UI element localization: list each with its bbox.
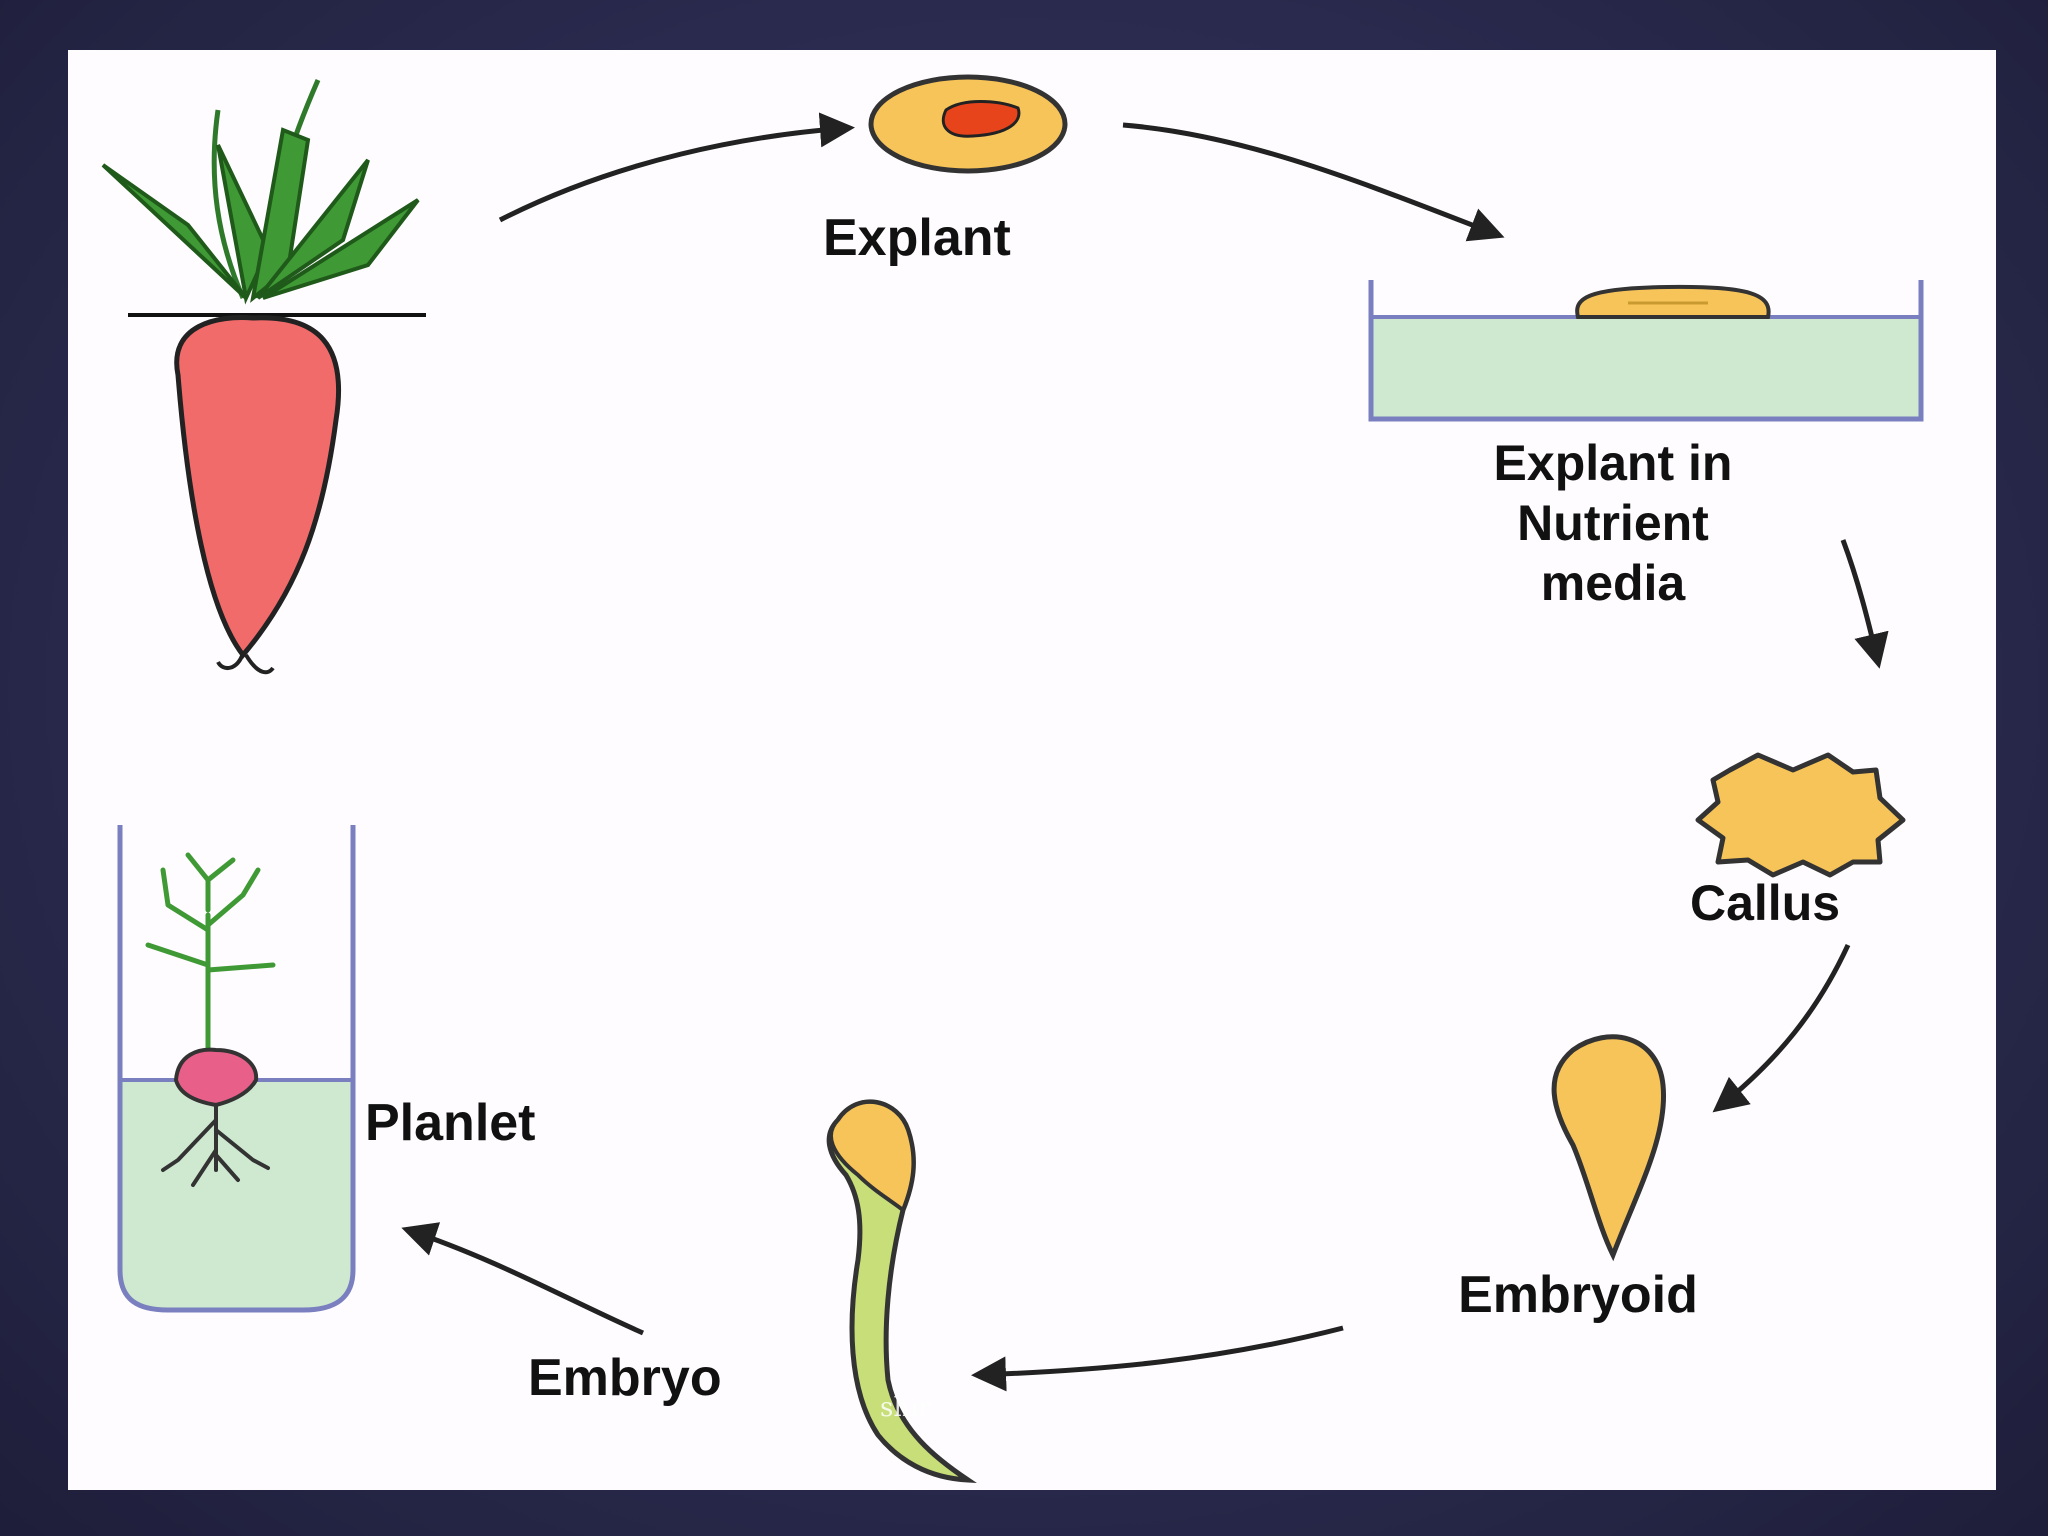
carrot-icon [101, 78, 426, 675]
diagram-panel: Explant Explant in Nutrient media Callus… [68, 50, 1996, 1490]
test-tube-planlet-icon [117, 825, 356, 1313]
embryoid-icon [1551, 1034, 1667, 1262]
explant-label: Explant [823, 209, 1011, 267]
callus-label: Callus [1690, 875, 1840, 931]
arrow-explant-to-media [1122, 122, 1505, 242]
arrow-media-to-callus [1840, 539, 1889, 669]
explant-icon [868, 74, 1068, 174]
arrow-embryoid-to-embryo [971, 1325, 1344, 1392]
explant-media-label-line3: media [1541, 555, 1687, 611]
planlet-label: Planlet [365, 1094, 536, 1152]
arrow-embryo-to-planlet [401, 1222, 645, 1336]
callus-icon [1695, 752, 1906, 878]
tissue-culture-cycle-diagram: Explant Explant in Nutrient media Callus… [101, 74, 1924, 1483]
embryo-icon [826, 1099, 977, 1483]
arrow-callus-to-embryoid [1712, 943, 1851, 1113]
watermark-text: shir [880, 1393, 931, 1423]
embryo-label: Embryo [528, 1349, 722, 1407]
explant-media-label-line2: Nutrient [1517, 495, 1709, 551]
embryoid-label: Embryoid [1458, 1266, 1698, 1324]
arrow-carrot-to-explant [498, 112, 855, 223]
petri-dish-icon [1368, 280, 1924, 422]
explant-media-label-line1: Explant in [1494, 435, 1733, 491]
